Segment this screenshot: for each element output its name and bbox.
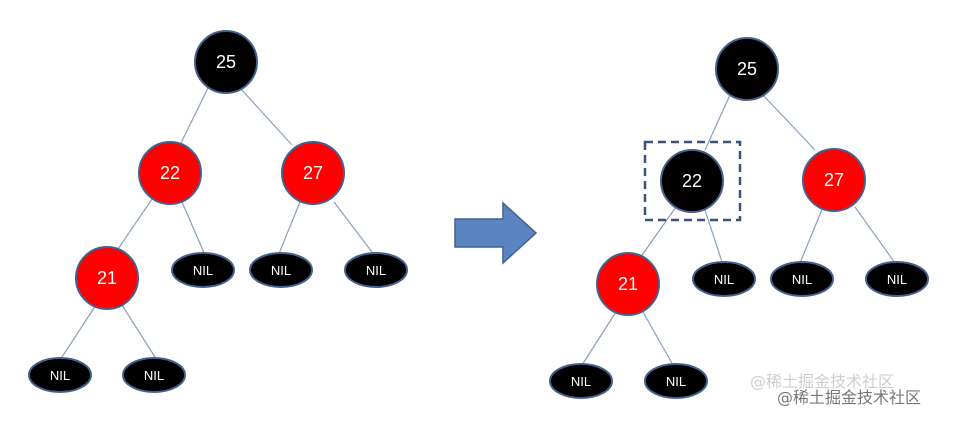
after-node-21: 21 xyxy=(596,252,660,316)
after-nil-27-left: NIL xyxy=(770,261,834,297)
before-node-25: 25 xyxy=(194,30,258,94)
edge-22-21 xyxy=(639,206,677,259)
edge-25-27 xyxy=(239,87,293,146)
transform-arrow-icon xyxy=(454,201,538,265)
before-node-22-label: 22 xyxy=(160,163,180,183)
before-nil-22-right: NIL xyxy=(171,252,235,288)
edge-21-nil-right xyxy=(642,311,674,366)
before-node-27-label: 27 xyxy=(303,163,323,183)
after-nil-label: NIL xyxy=(666,374,686,389)
before-nil-21-left: NIL xyxy=(28,357,92,393)
before-node-22: 22 xyxy=(138,141,202,205)
edge-22-21 xyxy=(115,198,153,253)
after-node-27: 27 xyxy=(802,148,866,212)
before-node-21-label: 21 xyxy=(97,268,117,288)
after-node-25: 25 xyxy=(715,37,779,101)
before-nil-label: NIL xyxy=(366,263,386,278)
before-node-27: 27 xyxy=(281,141,345,205)
edge-27-nil-left xyxy=(799,206,824,264)
after-node-25-label: 25 xyxy=(737,59,757,79)
before-nil-label: NIL xyxy=(271,263,291,278)
after-node-27-label: 27 xyxy=(824,170,844,190)
before-node-25-label: 25 xyxy=(216,52,236,72)
watermark: @稀土掘金技术社区 xyxy=(777,388,921,407)
before-tree: 25 22 27 21 NIL NIL NIL NIL xyxy=(28,30,408,393)
before-nil-27-left: NIL xyxy=(249,252,313,288)
after-nil-label: NIL xyxy=(571,374,591,389)
edge-25-22 xyxy=(704,94,731,151)
after-nil-label: NIL xyxy=(887,272,907,287)
before-nil-label: NIL xyxy=(50,368,70,383)
after-nil-22-right: NIL xyxy=(692,261,756,297)
after-nil-21-left: NIL xyxy=(549,363,613,399)
after-nil-21-right: NIL xyxy=(644,363,708,399)
edge-21-nil-right xyxy=(121,304,156,358)
edge-27-nil-left xyxy=(277,201,301,257)
after-nil-27-right: NIL xyxy=(865,261,929,297)
watermark-shadow: @稀土掘金技术社区 xyxy=(750,372,894,391)
after-node-21-label: 21 xyxy=(618,274,638,294)
after-node-22: 22 xyxy=(660,149,724,213)
edge-25-27 xyxy=(761,93,816,151)
edge-21-nil-left xyxy=(61,304,97,358)
before-nil-label: NIL xyxy=(193,263,213,278)
before-nil-21-right: NIL xyxy=(122,357,186,393)
after-node-22-label: 22 xyxy=(682,171,702,191)
edge-22-nil xyxy=(181,201,206,256)
edge-27-nil-right xyxy=(333,201,376,257)
edge-21-nil-left xyxy=(581,311,617,366)
edge-25-22 xyxy=(179,87,209,146)
edge-22-nil xyxy=(704,209,723,263)
before-node-21: 21 xyxy=(75,246,139,310)
before-nil-27-right: NIL xyxy=(344,252,408,288)
before-nil-label: NIL xyxy=(144,368,164,383)
after-tree: 25 22 27 21 NIL NIL NIL NIL xyxy=(549,37,929,399)
after-nil-label: NIL xyxy=(792,272,812,287)
edge-27-nil-right xyxy=(854,206,896,264)
highlight-box xyxy=(643,140,742,222)
after-nil-label: NIL xyxy=(714,272,734,287)
